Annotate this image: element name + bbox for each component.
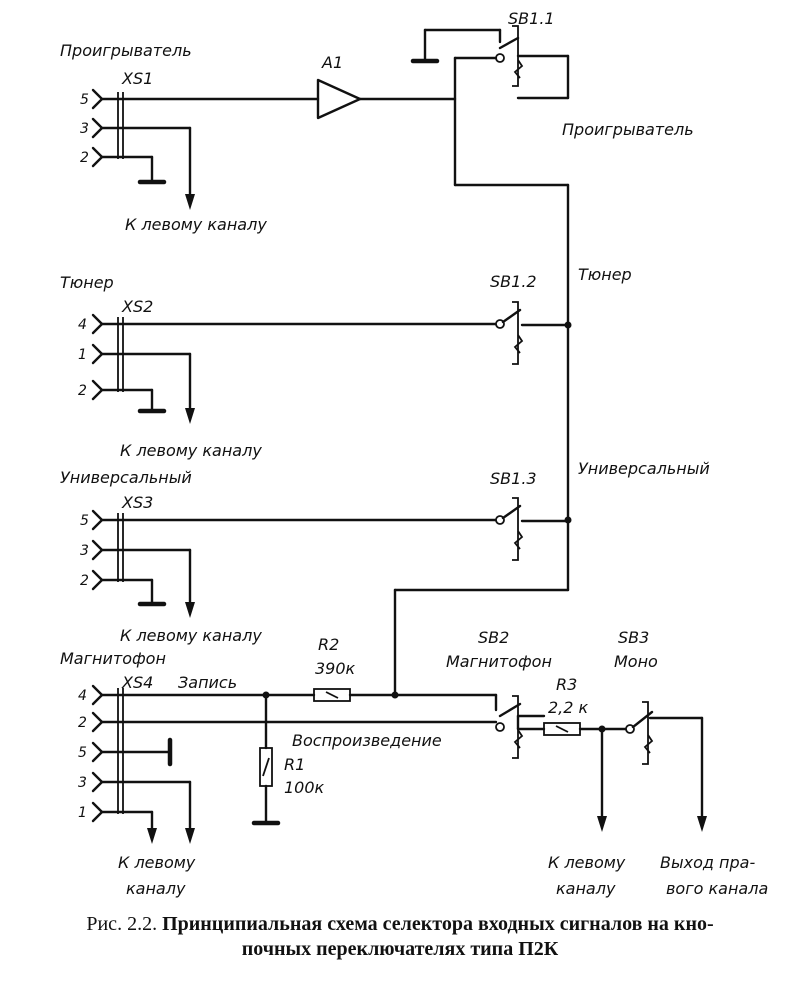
jack-xs2-pin-b: 1 (78, 347, 87, 363)
jack-xs4-pin-b: 2 (78, 715, 87, 731)
resistor-r1-ref: R1 (284, 755, 305, 774)
switch-sb1-3: SB1.3 Универсальный (490, 459, 710, 561)
figure-caption: Рис. 2.2. Принципиальная схема селектора… (0, 912, 800, 962)
caption-text-1: Принципиальная схема селектора входных с… (162, 913, 714, 935)
jack-xs4-pin-d: 3 (78, 775, 87, 791)
jack-xs4-name: Магнитофон (60, 649, 166, 668)
jack-xs4: Магнитофон XS4 Запись 4 2 5 3 1 К левому… (60, 649, 498, 898)
output-left-line2: каналу (556, 879, 616, 898)
jack-xs2-pin-c: 2 (78, 383, 87, 399)
switch-sb1-1: SB1.1 Проигрыватель (410, 9, 694, 187)
jack-xs1-pin-b: 3 (80, 121, 89, 137)
resistor-r3: R3 2,2 к (516, 675, 628, 832)
resistor-r1: R1 100к (251, 693, 325, 826)
output-right-line1: Выход пра- (660, 853, 755, 872)
jack-xs3: Универсальный XS3 5 3 2 К левому каналу (60, 468, 498, 645)
jack-xs1-pin-c: 2 (80, 150, 89, 166)
jack-xs4-note-line1: К левому (118, 853, 196, 872)
switch-sb1-1-label: Проигрыватель (562, 120, 694, 139)
jack-xs1-pin-a: 5 (80, 92, 89, 108)
jack-xs2-pin-a: 4 (78, 317, 87, 333)
jack-xs3-ref: XS3 (121, 493, 153, 512)
jack-xs3-pin-c: 2 (80, 573, 89, 589)
resistor-r3-ref: R3 (556, 675, 577, 694)
switch-sb2: SB2 Магнитофон (393, 628, 552, 759)
resistor-r3-value: 2,2 к (548, 698, 589, 717)
jack-xs2-ref: XS2 (121, 297, 153, 316)
wire-playback-label: Воспроизведение (292, 731, 442, 750)
jack-xs4-note-line2: каналу (126, 879, 186, 898)
output-right-line2: вого канала (666, 879, 768, 898)
switch-sb1-1-ref: SB1.1 (508, 9, 555, 28)
jack-xs3-name: Универсальный (60, 468, 192, 487)
caption-line-1: Рис. 2.2. Принципиальная схема селектора… (0, 912, 800, 937)
jack-xs2-note: К левому каналу (120, 441, 262, 460)
caption-text-2: почных переключателях типа П2К (241, 938, 559, 960)
jack-xs2-name: Тюнер (60, 273, 114, 292)
amplifier-a1-ref: A1 (321, 53, 343, 72)
switch-sb3: SB3 Моно (614, 628, 707, 832)
output-left-line1: К левому (548, 853, 626, 872)
jack-xs4-pin-a: 4 (78, 688, 87, 704)
jack-xs1-name: Проигрыватель (60, 41, 192, 60)
jack-xs4-pin-c: 5 (78, 745, 87, 761)
jack-xs1-ref: XS1 (121, 69, 153, 88)
resistor-r2-ref: R2 (318, 635, 339, 654)
wire-record-label: Запись (178, 673, 237, 692)
resistor-r2: R2 390к (313, 635, 356, 702)
resistor-r2-value: 390к (315, 659, 356, 678)
jack-xs4-ref: XS4 (121, 673, 153, 692)
resistor-r1-value: 100к (284, 778, 325, 797)
switch-sb1-2: SB1.2 Тюнер (490, 265, 632, 365)
switch-sb1-2-ref: SB1.2 (490, 272, 537, 291)
jack-xs3-pin-b: 3 (80, 543, 89, 559)
jack-xs1-note: К левому каналу (125, 215, 267, 234)
switch-sb1-3-label: Универсальный (578, 459, 710, 478)
jack-xs3-pin-a: 5 (80, 513, 89, 529)
caption-prefix: Рис. 2.2. (86, 913, 158, 935)
switch-sb1-2-label: Тюнер (578, 265, 632, 284)
switch-sb3-ref: SB3 (618, 628, 649, 647)
switch-sb2-ref: SB2 (478, 628, 509, 647)
jack-xs2: Тюнер XS2 4 1 2 К левому каналу (60, 273, 498, 460)
switch-sb3-label: Моно (614, 652, 658, 671)
switch-sb1-3-ref: SB1.3 (490, 469, 537, 488)
jack-xs1: Проигрыватель XS1 5 3 2 К левому каналу (60, 41, 320, 234)
jack-xs3-note: К левому каналу (120, 626, 262, 645)
selector-schematic: Проигрыватель XS1 5 3 2 К левому каналу … (60, 9, 768, 898)
switch-sb2-label: Магнитофон (446, 652, 552, 671)
amplifier-a1: A1 (316, 53, 457, 120)
jack-xs4-pin-e: 1 (78, 805, 87, 821)
